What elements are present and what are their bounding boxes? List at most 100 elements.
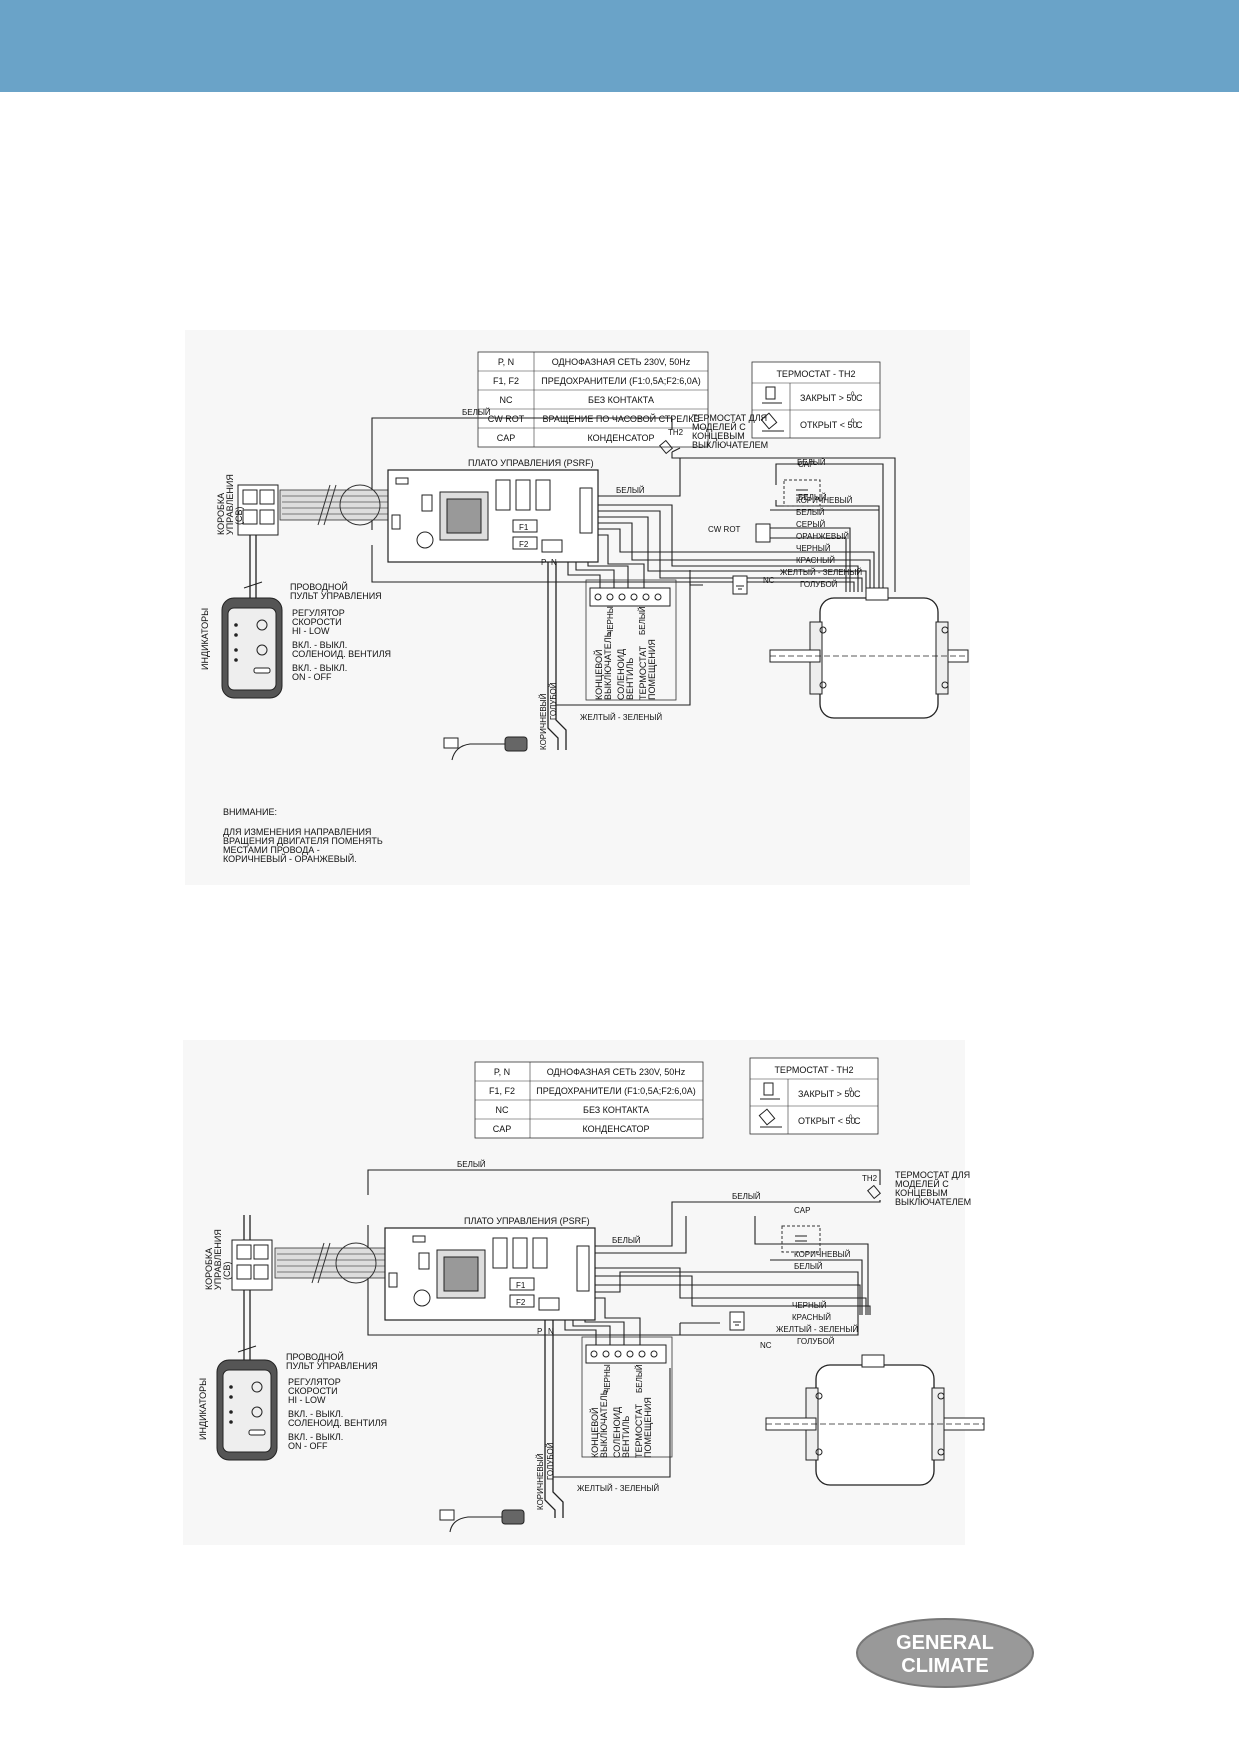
wiring-diagram-2-svg: P, N ОДНОФАЗНАЯ СЕТЬ 230V, 50Hz F1, F2 П…	[183, 1040, 985, 1545]
logo-svg: GENERAL CLIMATE	[856, 1618, 1034, 1688]
wire-label-white-th: БЕЛЫЙ	[732, 1192, 761, 1201]
wire-label-black: ЧЕРНЫЙ	[792, 1301, 827, 1310]
wire-label-white-board: БЕЛЫЙ	[616, 486, 645, 495]
wire-label-white-vert: БЕЛЫЙ	[638, 606, 647, 635]
ground-icon	[732, 575, 748, 595]
cable-bundle	[279, 484, 391, 526]
wire-label-blue-vert: ГОЛУБОЙ	[546, 1442, 555, 1480]
thermostat-open-label: ОТКРЫТ < 50	[800, 420, 857, 430]
th2-note-l1: ТЕРМОСТАТ ДЛЯ	[692, 413, 767, 423]
legend-key-cap: CAP	[497, 433, 516, 443]
valve-l2: ВЕНТИЛЬ	[625, 658, 635, 700]
wire-label-white-top: БЕЛЫЙ	[462, 408, 491, 417]
legend-key-nc: NC	[496, 1105, 509, 1115]
onoff-label-l1: ВКЛ. - ВЫКЛ.	[288, 1432, 343, 1442]
thermostat-open-icon	[760, 412, 784, 432]
nc-label: NC	[763, 576, 775, 585]
legend-val-cap: КОНДЕНСАТОР	[583, 1124, 650, 1134]
nc-label: NC	[760, 1341, 772, 1350]
room-thermostat-l2: ПОМЕЩЕНИЯ	[643, 1397, 653, 1458]
control-box-label-l2: УПРАВЛЕНИЯ	[213, 1229, 223, 1290]
degree-mark: 0	[849, 1115, 853, 1121]
n-label: N	[551, 558, 557, 567]
warning-title: ВНИМАНИЕ:	[223, 807, 277, 817]
wire-label-white-th: БЕЛЫЙ	[797, 458, 826, 467]
capacitor-icon	[783, 479, 821, 507]
solenoid-label-l1: ВКЛ. - ВЫКЛ.	[288, 1409, 343, 1419]
wire-label-gray: СЕРЫЙ	[796, 520, 826, 529]
legend-val-fuse: ПРЕДОХРАНИТЕЛИ (F1:0,5A;F2:6,0A)	[541, 376, 700, 386]
wire-label-red: КРАСНЫЙ	[796, 556, 835, 565]
speed-label-l1: РЕГУЛЯТОР	[292, 608, 345, 618]
wire-label-brown-vert: КОРИЧНЕВЫЙ	[536, 1453, 545, 1510]
thermostat-closed-icon	[760, 1082, 780, 1100]
fan-motor-icon	[765, 1354, 985, 1486]
legend-val-pn: ОДНОФАЗНАЯ СЕТЬ 230V, 50Hz	[547, 1067, 686, 1077]
wire-label-white-vert: БЕЛЫЙ	[635, 1364, 644, 1393]
wire-label-yellow-green: ЖЕЛТЫЙ - ЗЕЛЕНЫЙ	[780, 568, 862, 577]
control-board	[387, 469, 599, 563]
wired-remote	[221, 597, 283, 699]
legend-val-pn: ОДНОФАЗНАЯ СЕТЬ 230V, 50Hz	[552, 357, 691, 367]
wire-label-white-board: БЕЛЫЙ	[612, 1236, 641, 1245]
wiring-diagram-1-svg: P, N ОДНОФАЗНАЯ СЕТЬ 230V, 50Hz F1, F2 П…	[185, 330, 970, 885]
th2-tag: TH2	[668, 428, 684, 437]
speed-label-l2: СКОРОСТИ	[288, 1386, 338, 1396]
control-box-label-l3: (CB)	[234, 507, 244, 526]
onoff-label-l2: ON - OFF	[288, 1441, 328, 1451]
brand-logo: GENERAL CLIMATE	[855, 1617, 1035, 1689]
control-board	[384, 1227, 596, 1321]
warning-l4: КОРИЧНЕВЫЙ - ОРАНЖЕВЫЙ.	[223, 853, 357, 864]
room-thermostat-l1: ТЕРМОСТАТ	[634, 1403, 644, 1458]
th2-switch-icon	[659, 439, 673, 455]
wire-label-blue: ГОЛУБОЙ	[797, 1337, 835, 1346]
wire-label-black: ЧЕРНЫЙ	[796, 544, 831, 553]
th2-note-l4: ВЫКЛЮЧАТЕЛЕМ	[895, 1197, 971, 1207]
ground-icon	[729, 1311, 745, 1331]
header-band	[0, 0, 1239, 92]
indicators-label: ИНДИКАТОРЫ	[200, 608, 210, 670]
speed-label-l3: HI - LOW	[292, 626, 330, 636]
warning-l2: ВРАЩЕНИЯ ДВИГАТЕЛЯ ПОМЕНЯТЬ	[223, 836, 383, 846]
wire-label-yellow-green-bottom: ЖЕЛТЫЙ - ЗЕЛЕНЫЙ	[577, 1484, 659, 1493]
th2-switch-icon	[867, 1184, 881, 1200]
remote-label-l2: ПУЛЬТ УПРАВЛЕНИЯ	[290, 591, 382, 601]
cw-rot-label: CW ROT	[708, 525, 741, 534]
legend-key-fuse: F1, F2	[489, 1086, 515, 1096]
wire-label-white-right: БЕЛЫЙ	[798, 493, 827, 502]
onoff-label-l2: ON - OFF	[292, 672, 332, 682]
terminal-block	[581, 1336, 673, 1458]
wires	[243, 417, 896, 750]
control-box-label-l1: КОРОБКА	[216, 493, 226, 535]
wire-label-yellow-green: ЖЕЛТЫЙ - ЗЕЛЕНЫЙ	[776, 1325, 858, 1334]
th2-note-l3: КОНЦЕВЫМ	[895, 1188, 948, 1198]
terminal-block	[585, 579, 677, 701]
limit-switch-l1: КОНЦЕВОЙ	[589, 1408, 600, 1458]
wire-label-brown-vert: КОРИЧНЕВЫЙ	[539, 693, 548, 750]
wire-label-red: КРАСНЫЙ	[792, 1313, 831, 1322]
control-box	[237, 484, 279, 536]
logo-line-2: CLIMATE	[901, 1655, 988, 1677]
wire-label-white-cap: БЕЛЫЙ	[794, 1262, 823, 1271]
legend-key-cap: CAP	[493, 1124, 512, 1134]
fuse-f2-label: F2	[516, 1298, 526, 1307]
legend-table: P, N ОДНОФАЗНАЯ СЕТЬ 230V, 50Hz F1, F2 П…	[477, 351, 709, 448]
thermostat-title: ТЕРМОСТАТ - TH2	[776, 369, 855, 379]
thermostat-title: ТЕРМОСТАТ - TH2	[774, 1065, 853, 1075]
room-thermostat-l1: ТЕРМОСТАТ	[638, 645, 648, 700]
legend-key-nc: NC	[500, 395, 513, 405]
degree-mark: 0	[849, 1088, 853, 1094]
legend-table: P, N ОДНОФАЗНАЯ СЕТЬ 230V, 50Hz F1, F2 П…	[474, 1061, 704, 1139]
wire-label-black-vert: ЧЕРНЫЙ	[603, 1358, 612, 1393]
remote-label-l1: ПРОВОДНОЙ	[286, 1351, 344, 1362]
board-label: ПЛАТО УПРАВЛЕНИЯ (PSRF)	[468, 458, 594, 468]
onoff-label-l1: ВКЛ. - ВЫКЛ.	[292, 663, 347, 673]
cw-rot-connector-icon	[755, 523, 771, 543]
th2-note-l3: КОНЦЕВЫМ	[692, 431, 745, 441]
warning-l3: МЕСТАМИ ПРОВОДА -	[223, 845, 320, 855]
p-label: P	[537, 1327, 542, 1336]
unit-c: C	[854, 1116, 861, 1126]
wire-label-brown: КОРИЧНЕВЫЙ	[794, 1250, 851, 1259]
legend-key-fuse: F1, F2	[493, 376, 519, 386]
wire-label-brown: КОРИЧНЕВЫЙ	[796, 496, 853, 505]
